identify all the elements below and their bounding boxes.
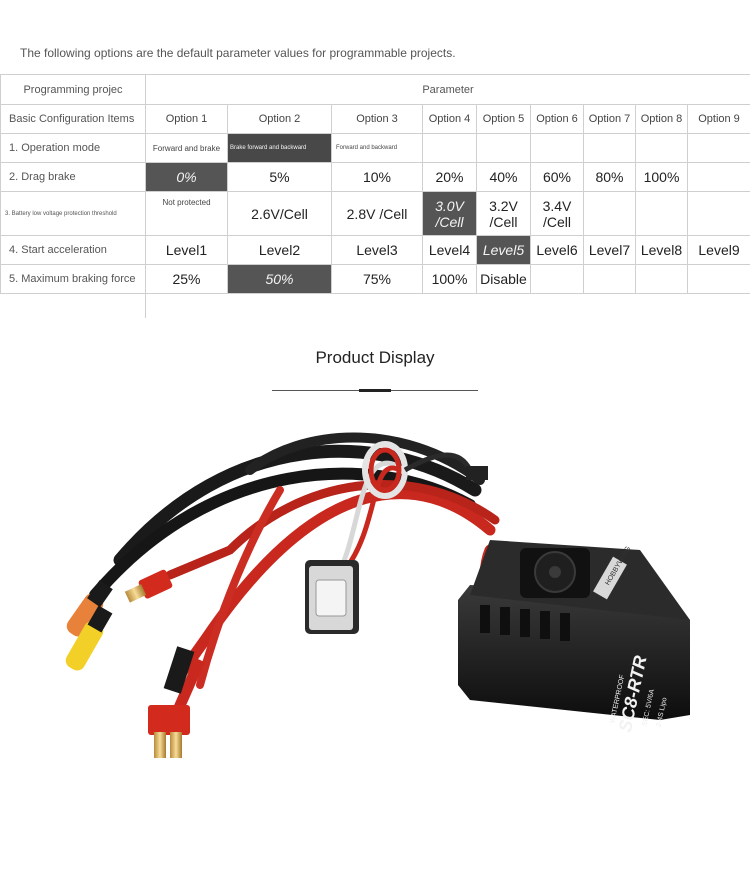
- table-cell: [422, 133, 477, 163]
- table-cell: 60%: [530, 162, 584, 192]
- table-cell: Level4: [422, 235, 477, 265]
- servo-lead: [403, 452, 473, 473]
- table-cell-default: 0%: [145, 162, 228, 192]
- title-divider-accent: [359, 389, 391, 392]
- power-wire-red: [196, 486, 284, 689]
- motor-wire-black: [113, 444, 482, 567]
- option-header: Option 6: [530, 104, 584, 134]
- motor-wire-black: [245, 432, 485, 485]
- row-label-start-acceleration: 4. Start acceleration: [0, 235, 146, 265]
- table-cell: 2.8V /Cell: [331, 191, 423, 236]
- table-cell: [686, 133, 750, 163]
- table-cell: [686, 264, 750, 294]
- table-cell: 10%: [331, 162, 423, 192]
- table-cell: Level1: [145, 235, 228, 265]
- table-cell: [583, 264, 636, 294]
- table-cell: 100%: [422, 264, 477, 294]
- option-header: Option 9: [686, 104, 750, 134]
- table-cell: 3.4V /Cell: [530, 191, 584, 236]
- parameter-header: Parameter: [144, 74, 750, 105]
- table-cell-default: 50%: [227, 264, 332, 294]
- table-cell: [476, 133, 531, 163]
- table-cell: [686, 162, 750, 192]
- table-cell: Forward and backward: [331, 133, 423, 163]
- servo-twist: [368, 447, 402, 493]
- t-plug-small: [124, 569, 173, 603]
- table-cell: Forward and brake: [145, 133, 228, 163]
- servo-plug: [466, 466, 488, 480]
- table-cell: [635, 133, 688, 163]
- row-label-drag-brake: 2. Drag brake: [0, 162, 146, 192]
- table-cell: [635, 264, 688, 294]
- table-cell: 5%: [227, 162, 332, 192]
- items-header: Basic Configuration Items: [0, 104, 146, 134]
- table-cell: [530, 133, 584, 163]
- table-cell: [635, 191, 688, 236]
- table-cell: Level6: [530, 235, 584, 265]
- table-cell-default: Brake forward and backward: [227, 133, 332, 163]
- option-header: Option 1: [145, 104, 228, 134]
- heat-shrink: [163, 646, 195, 694]
- servo-lead: [343, 465, 402, 572]
- switch-module: [305, 560, 359, 634]
- option-header: Option 4: [422, 104, 477, 134]
- bullet-connector-yellow: [65, 605, 113, 671]
- row-label-low-voltage: 3. Battery low voltage protection thresh…: [0, 191, 146, 236]
- power-wire-red: [174, 488, 496, 681]
- table-cell: 25%: [145, 264, 228, 294]
- table-cell: Not protected: [145, 191, 228, 236]
- table-cell: 3.2V /Cell: [476, 191, 531, 236]
- esc-body: [458, 540, 690, 720]
- table-cell: Level8: [635, 235, 688, 265]
- option-header: Option 5: [476, 104, 531, 134]
- table-cell-default: Level5: [476, 235, 531, 265]
- table-tail-cell: [0, 293, 146, 318]
- table-cell: 2.6V/Cell: [227, 191, 332, 236]
- table-cell: 75%: [331, 264, 423, 294]
- table-cell: [686, 191, 750, 236]
- option-header: Option 8: [635, 104, 688, 134]
- parameter-table: Programming projec Parameter Basic Confi…: [0, 74, 750, 318]
- option-header: Option 7: [583, 104, 636, 134]
- power-wire-red: [172, 657, 206, 713]
- row-label-max-braking-force: 5. Maximum braking force: [0, 264, 146, 294]
- option-header: Option 2: [227, 104, 332, 134]
- table-cell: Level3: [331, 235, 423, 265]
- table-cell: 100%: [635, 162, 688, 192]
- table-cell: Disable: [476, 264, 531, 294]
- table-cell: Level9: [686, 235, 750, 265]
- row-label-operation-mode: 1. Operation mode: [0, 133, 146, 163]
- table-cell: Level2: [227, 235, 332, 265]
- table-cell: [583, 191, 636, 236]
- table-cell: 40%: [476, 162, 531, 192]
- table-tail-blank: [146, 294, 750, 318]
- table-cell: 80%: [583, 162, 636, 192]
- table-cell-default: 3.0V /Cell: [422, 191, 477, 236]
- table-cell: [583, 133, 636, 163]
- power-wire-red: [165, 480, 500, 580]
- intro-text: The following options are the default pa…: [20, 46, 456, 60]
- table-cell: 20%: [422, 162, 477, 192]
- option-header: Option 3: [331, 104, 423, 134]
- esc-product-image: WATERPROOF SC8-RTR SEC: 5V/6A 2-4S Lipo …: [65, 432, 690, 758]
- section-title: Product Display: [315, 348, 435, 367]
- table-cell: Level7: [583, 235, 636, 265]
- t-plug-main: [148, 705, 190, 758]
- table-cell: [530, 264, 584, 294]
- table-corner-header: Programming projec: [0, 74, 146, 105]
- bullet-connector-orange: [66, 580, 113, 637]
